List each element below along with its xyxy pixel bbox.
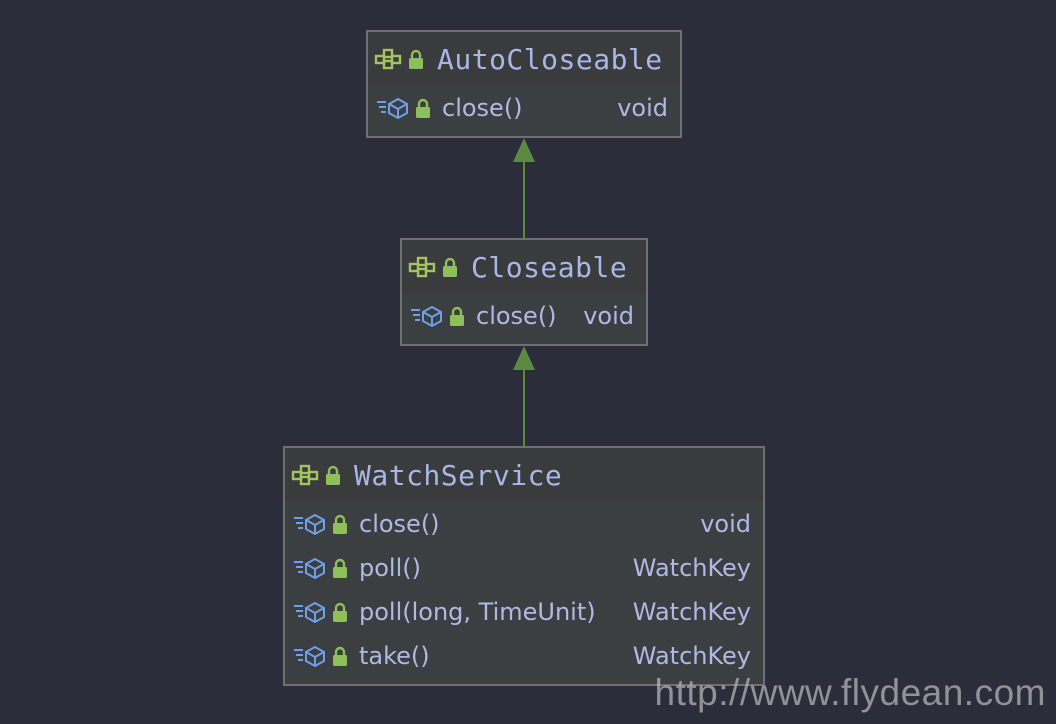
method-return-type: void: [583, 302, 634, 330]
interface-icon: [408, 256, 436, 278]
node-header: AutoCloseable: [368, 32, 680, 86]
interface-icon: [374, 48, 402, 70]
method-row[interactable]: close() void: [402, 294, 646, 338]
arrowhead: [513, 346, 535, 370]
method-row[interactable]: close() void: [368, 86, 680, 130]
abstract-method-icon: [377, 97, 408, 120]
abstract-method-icon: [294, 645, 325, 668]
node-title: AutoCloseable: [437, 42, 663, 76]
method-signature: close(): [476, 302, 557, 330]
lock-icon: [450, 306, 464, 326]
method-row[interactable]: poll(long, TimeUnit) WatchKey: [285, 590, 763, 634]
interface-icon: [291, 464, 319, 486]
abstract-method-icon: [294, 601, 325, 624]
abstract-method-icon: [294, 513, 325, 536]
lock-icon: [409, 49, 423, 69]
edge-closeable-to-autocloseable: [513, 138, 535, 238]
method-signature: poll(long, TimeUnit): [359, 598, 596, 626]
method-return-type: WatchKey: [632, 554, 751, 582]
node-header: Closeable: [402, 240, 646, 294]
method-row[interactable]: close() void: [285, 502, 763, 546]
lock-icon: [333, 514, 347, 534]
lock-icon: [333, 558, 347, 578]
node-watchservice[interactable]: WatchService close() void: [283, 446, 765, 686]
method-row[interactable]: poll() WatchKey: [285, 546, 763, 590]
method-signature: close(): [359, 510, 440, 538]
method-signature: poll(): [359, 554, 421, 582]
abstract-method-icon: [411, 305, 442, 328]
abstract-method-icon: [294, 557, 325, 580]
method-return-type: void: [617, 94, 668, 122]
method-return-type: void: [700, 510, 751, 538]
method-signature: take(): [359, 642, 430, 670]
node-title: WatchService: [354, 458, 563, 492]
node-closeable[interactable]: Closeable close() void: [400, 238, 648, 346]
lock-icon: [326, 465, 340, 485]
method-signature: close(): [442, 94, 523, 122]
arrowhead: [513, 138, 535, 162]
watermark: http://www.flydean.com: [654, 672, 1046, 713]
method-return-type: WatchKey: [632, 642, 751, 670]
node-autocloseable[interactable]: AutoCloseable close() void: [366, 30, 682, 138]
edge-watchservice-to-closeable: [513, 346, 535, 446]
lock-icon: [416, 98, 430, 118]
lock-icon: [333, 646, 347, 666]
node-header: WatchService: [285, 448, 763, 502]
lock-icon: [443, 257, 457, 277]
node-title: Closeable: [471, 250, 628, 284]
lock-icon: [333, 602, 347, 622]
method-return-type: WatchKey: [632, 598, 751, 626]
method-row[interactable]: take() WatchKey: [285, 634, 763, 678]
